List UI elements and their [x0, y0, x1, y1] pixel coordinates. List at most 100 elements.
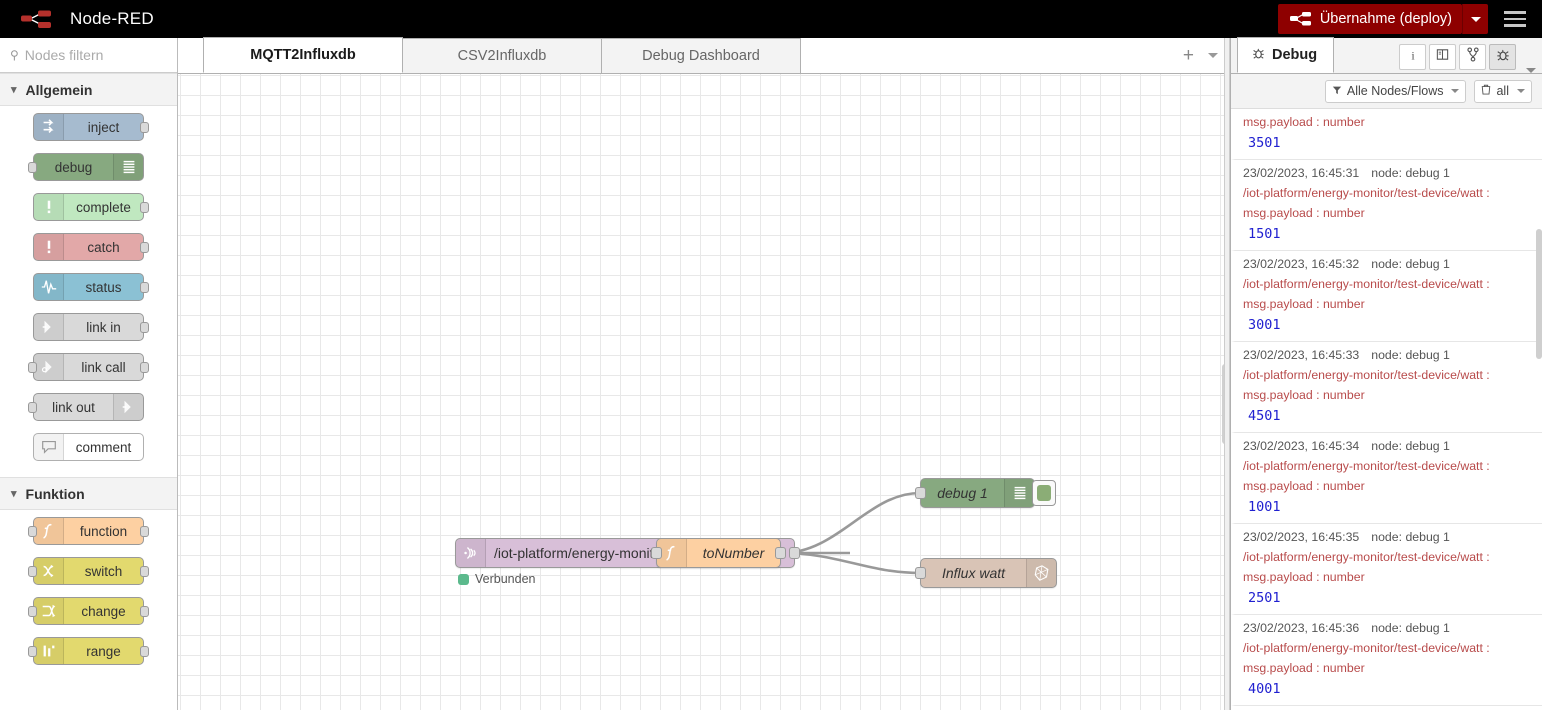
palette-node-complete[interactable]: complete	[33, 193, 149, 221]
pulse-wave-icon	[34, 274, 64, 300]
debug-property: msg.payload : number	[1243, 297, 1365, 311]
debug-property: msg.payload : number	[1243, 661, 1365, 675]
debug-tab[interactable]	[1489, 44, 1516, 70]
palette-node-function[interactable]: function	[28, 517, 149, 545]
add-flow-button[interactable]: +	[1182, 44, 1194, 66]
palette-node-switch[interactable]: switch	[28, 557, 149, 585]
flow-node-to-number[interactable]: toNumber	[651, 538, 786, 568]
palette-node-label: debug	[54, 159, 93, 175]
flow-tab-debug-dashboard[interactable]: Debug Dashboard	[601, 38, 801, 73]
palette-node-inject[interactable]: inject	[33, 113, 149, 141]
debug-scrollbar[interactable]	[1535, 109, 1542, 710]
palette-node-change[interactable]: change	[28, 597, 149, 625]
output-port[interactable]	[789, 547, 800, 559]
main-menu-button[interactable]	[1488, 0, 1542, 38]
output-port[interactable]	[140, 322, 149, 333]
input-port[interactable]	[28, 566, 37, 577]
palette-search[interactable]: ⚲	[0, 38, 177, 73]
output-port[interactable]	[140, 646, 149, 657]
flow-tab-label: MQTT2Influxdb	[250, 47, 356, 63]
clear-label: all	[1496, 84, 1509, 98]
output-port[interactable]	[140, 606, 149, 617]
input-port[interactable]	[28, 402, 37, 413]
palette-node-status[interactable]: status	[33, 273, 149, 301]
flow-list-button[interactable]	[1208, 52, 1218, 58]
status-label: Verbunden	[475, 572, 536, 586]
node-red-logo-icon	[20, 8, 60, 30]
flow-node-influx-watt[interactable]: Influx watt	[915, 558, 1057, 588]
flow-tab-mqtt2influxdb[interactable]: MQTT2Influxdb	[203, 37, 403, 73]
clear-messages-dropdown[interactable]: all	[1474, 79, 1532, 103]
palette-node-range[interactable]: range	[28, 637, 149, 665]
chevron-down-icon: ▾	[11, 488, 17, 500]
output-port[interactable]	[140, 122, 149, 133]
debug-node-toggle-button[interactable]	[1032, 480, 1056, 506]
output-port[interactable]	[140, 526, 149, 537]
svg-text:i: i	[1411, 48, 1415, 62]
palette-node-link-call[interactable]: link call	[28, 353, 149, 381]
input-port[interactable]	[28, 526, 37, 537]
flow-tab-csv2influxdb[interactable]: CSV2Influxdb	[402, 38, 602, 73]
deploy-dropdown-button[interactable]	[1462, 4, 1488, 34]
flow-node-debug-1[interactable]: debug 1	[915, 478, 1056, 508]
palette-node-debug[interactable]: debug	[28, 153, 144, 181]
debug-scrollbar-thumb[interactable]	[1536, 229, 1542, 359]
search-input[interactable]	[24, 47, 155, 63]
function-f-icon	[34, 518, 64, 544]
status-dot-icon	[458, 573, 469, 585]
input-port[interactable]	[651, 547, 662, 559]
information-tab[interactable]: i	[1399, 44, 1426, 70]
tab-debug[interactable]: Debug	[1237, 37, 1335, 73]
output-port[interactable]	[140, 362, 149, 373]
debug-value: 4501	[1248, 408, 1281, 424]
context-tab[interactable]	[1459, 44, 1486, 70]
palette-node-comment[interactable]: comment	[33, 433, 144, 461]
input-port[interactable]	[28, 362, 37, 373]
flow-canvas[interactable]: /iot-platform/energy-monitor/test-device…	[178, 74, 1230, 710]
sidebar-resize-handle[interactable]	[1224, 38, 1230, 710]
search-icon: ⚲	[10, 48, 19, 62]
sidebar-more-button[interactable]	[1526, 68, 1536, 73]
flow-tab-label: CSV2Influxdb	[457, 48, 547, 64]
debug-topic: /iot-platform/energy-monitor/test-device…	[1243, 368, 1490, 382]
palette-node-link-in[interactable]: link in	[33, 313, 149, 341]
help-tab[interactable]	[1429, 44, 1456, 70]
caret-down-icon	[1451, 89, 1460, 93]
function-f-icon	[657, 539, 687, 567]
debug-sidebar: Debug i Alle Nodes/Flows	[1230, 37, 1542, 710]
input-port[interactable]	[28, 606, 37, 617]
brand-title: Node-RED	[70, 9, 154, 28]
filter-icon	[1332, 84, 1342, 98]
exclamation-icon	[34, 234, 64, 260]
output-port[interactable]	[140, 282, 149, 293]
input-port[interactable]	[28, 646, 37, 657]
palette-node-catch[interactable]: catch	[33, 233, 149, 261]
output-port[interactable]	[775, 547, 786, 559]
output-port[interactable]	[140, 566, 149, 577]
debug-topic: /iot-platform/energy-monitor/test-device…	[1243, 550, 1490, 564]
palette-node-label: comment	[75, 439, 132, 455]
deploy-button[interactable]: Übernahme (deploy)	[1277, 4, 1462, 34]
debug-topic: /iot-platform/energy-monitor/test-device…	[1243, 459, 1490, 473]
output-port[interactable]	[140, 242, 149, 253]
output-port[interactable]	[140, 202, 149, 213]
input-port[interactable]	[915, 487, 926, 499]
debug-value: 1001	[1248, 499, 1281, 515]
palette-node-label: inject	[87, 119, 120, 135]
filter-nodes-dropdown[interactable]: Alle Nodes/Flows	[1324, 79, 1467, 103]
input-port[interactable]	[28, 162, 37, 173]
input-port[interactable]	[915, 567, 926, 579]
palette-category-allgemein[interactable]: ▾Allgemein	[0, 73, 177, 106]
palette-category-funktion[interactable]: ▾Funktion	[0, 477, 177, 510]
palette-node-link-out[interactable]: link out	[28, 393, 144, 421]
branch-icon	[1466, 47, 1480, 67]
node-palette: ⚲ ▾Allgemein inject debug complete catch stat…	[0, 38, 178, 710]
